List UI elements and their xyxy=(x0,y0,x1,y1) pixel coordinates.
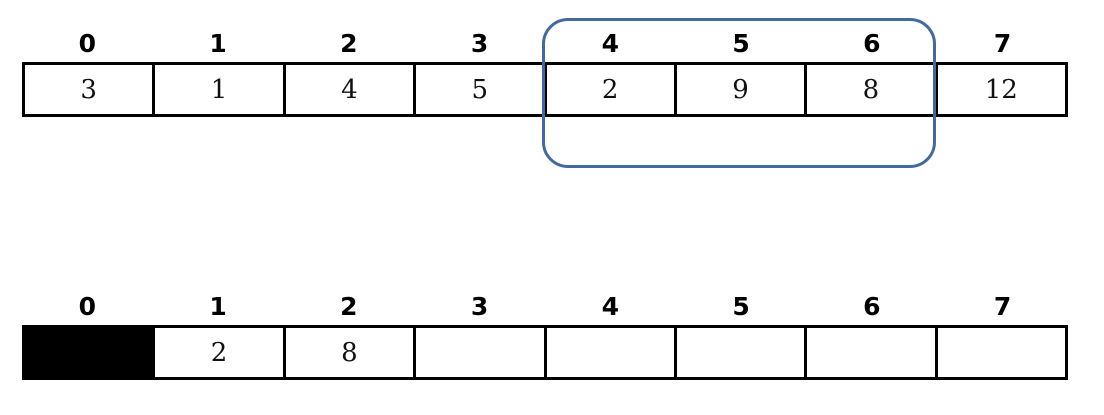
index-label-3: 3 xyxy=(470,291,489,321)
array-cell[interactable]: 12 xyxy=(937,65,1065,114)
array-cell[interactable]: 2 xyxy=(546,65,677,114)
destination-array-cells: 2 8 xyxy=(22,325,1068,380)
index-label-4: 4 xyxy=(601,28,620,58)
source-array-cells: 3 1 4 5 2 9 8 12 xyxy=(22,62,1068,117)
array-cell[interactable] xyxy=(807,328,938,377)
source-array-index-row: 0 1 2 3 4 5 6 7 xyxy=(22,24,1068,62)
index-label-3: 3 xyxy=(470,28,489,58)
index-label-2: 2 xyxy=(340,291,358,321)
source-array: 0 1 2 3 4 5 6 7 3 1 4 5 2 9 8 12 xyxy=(22,24,1068,117)
array-cell[interactable] xyxy=(676,328,808,377)
destination-array: 0 1 2 3 4 5 6 7 2 8 xyxy=(22,287,1068,380)
array-cell[interactable]: 8 xyxy=(807,65,938,114)
destination-array-index-row: 0 1 2 3 4 5 6 7 xyxy=(22,287,1068,325)
array-cell[interactable]: 2 xyxy=(155,328,286,377)
array-cell-filled[interactable] xyxy=(25,328,156,377)
index-label-5: 5 xyxy=(732,28,750,58)
index-label-6: 6 xyxy=(863,28,881,58)
array-cell[interactable] xyxy=(416,328,547,377)
index-label-2: 2 xyxy=(340,28,358,58)
array-cell[interactable]: 3 xyxy=(25,65,156,114)
index-label-5: 5 xyxy=(732,291,750,321)
index-label-0: 0 xyxy=(78,291,97,321)
index-label-1: 1 xyxy=(209,291,227,321)
array-cell[interactable] xyxy=(937,328,1065,377)
array-cell[interactable]: 9 xyxy=(676,65,808,114)
array-cell[interactable]: 5 xyxy=(416,65,547,114)
index-label-7: 7 xyxy=(993,28,1012,58)
index-label-1: 1 xyxy=(209,28,227,58)
index-label-0: 0 xyxy=(78,28,97,58)
array-cell[interactable]: 4 xyxy=(285,65,417,114)
index-label-6: 6 xyxy=(863,291,881,321)
index-label-4: 4 xyxy=(601,291,620,321)
index-label-7: 7 xyxy=(993,291,1012,321)
array-cell[interactable] xyxy=(546,328,677,377)
array-cell[interactable]: 1 xyxy=(155,65,286,114)
array-cell[interactable]: 8 xyxy=(285,328,417,377)
